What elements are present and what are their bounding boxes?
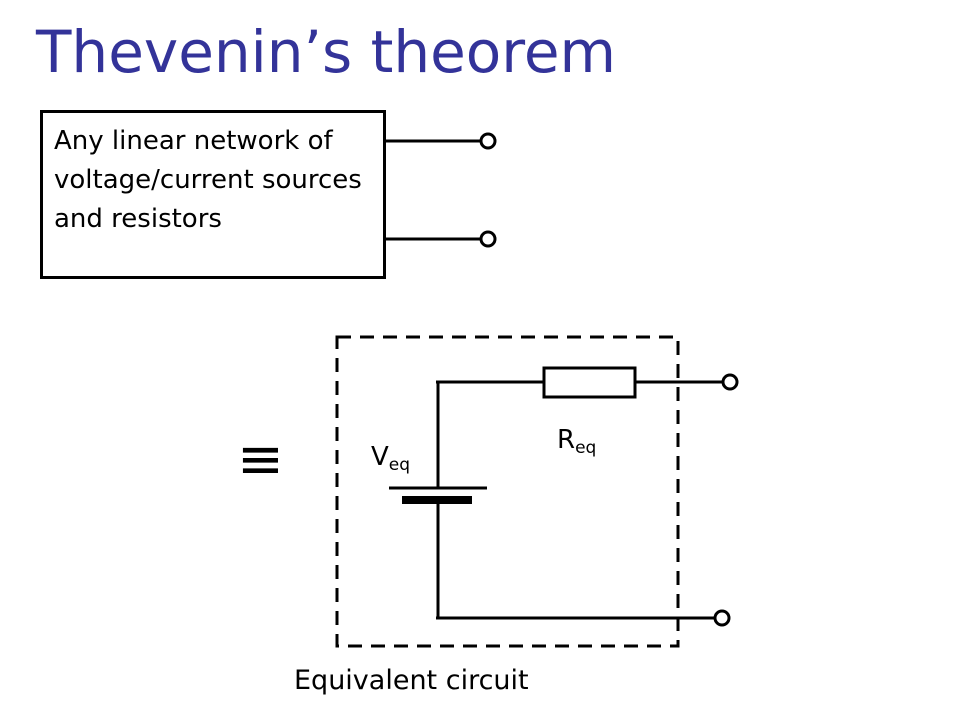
output-terminal-bottom bbox=[713, 609, 731, 627]
output-terminal-top bbox=[721, 373, 739, 391]
voltage-source-label: Veq bbox=[371, 442, 410, 475]
linear-network-box: Any linear network of voltage/current so… bbox=[40, 110, 386, 279]
network-terminal-top bbox=[479, 132, 497, 150]
resistor-label: Req bbox=[557, 425, 596, 458]
network-terminal-bottom bbox=[479, 230, 497, 248]
resistor-subscript: eq bbox=[575, 438, 596, 458]
page-title: Thevenin’s theorem bbox=[36, 18, 617, 86]
equivalent-circuit-boundary bbox=[335, 335, 680, 648]
equivalence-symbol: ≡ bbox=[237, 427, 284, 492]
equivalent-circuit-caption: Equivalent circuit bbox=[294, 665, 529, 696]
linear-network-description: Any linear network of voltage/current so… bbox=[54, 126, 362, 234]
voltage-source-subscript: eq bbox=[389, 455, 410, 475]
resistor-req bbox=[542, 366, 637, 399]
